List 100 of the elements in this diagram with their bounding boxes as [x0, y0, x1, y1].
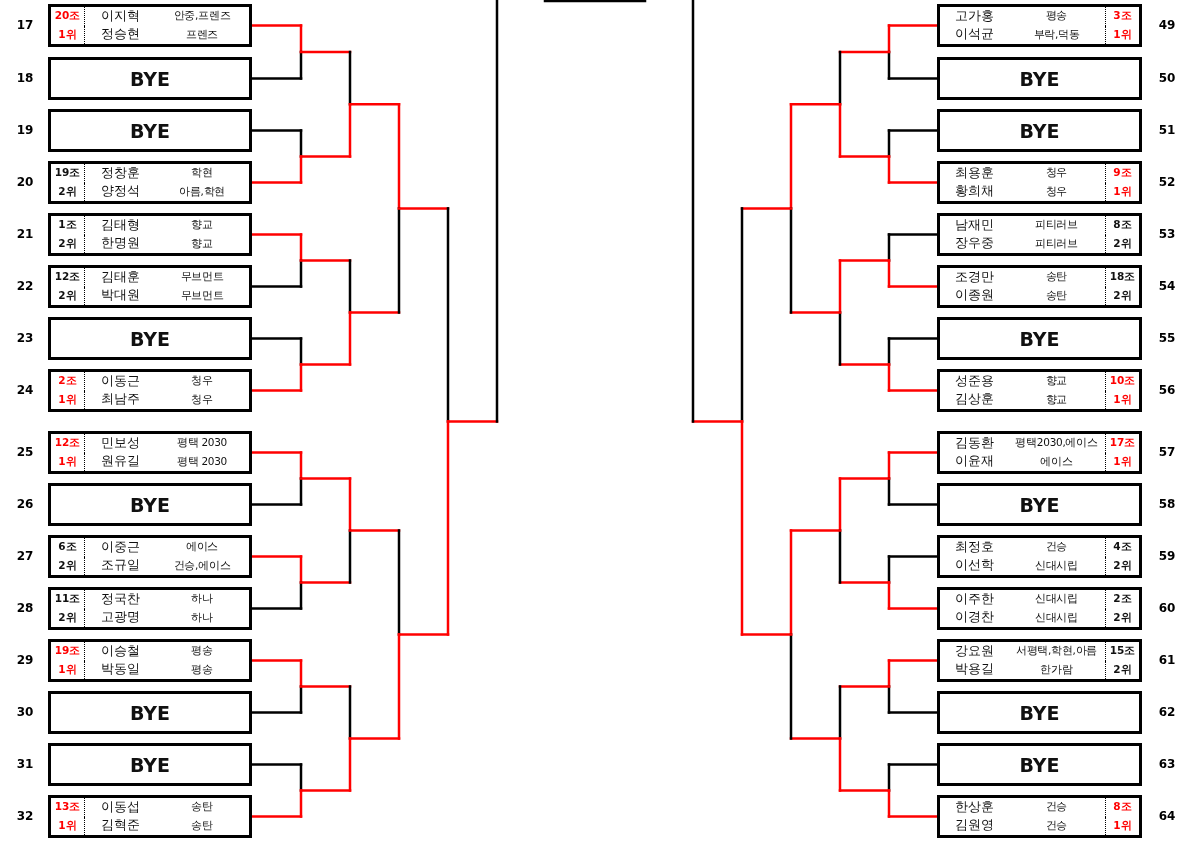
player-pair-box: [48, 639, 252, 682]
player-pair-box: [937, 795, 1142, 838]
club-name: 송탄: [1044, 287, 1069, 303]
player-name: 조경만: [953, 268, 995, 286]
seed-number: 54: [1157, 278, 1177, 293]
bye-box: [937, 57, 1142, 100]
club-name: 하나: [190, 609, 214, 625]
player-name: 장우중: [953, 234, 995, 253]
group-rank-label: 18조: [1105, 268, 1139, 287]
club-name: 신대시립: [1034, 609, 1079, 625]
seed-number: 20: [15, 174, 35, 189]
group-rank-label: 1위: [1105, 452, 1139, 471]
player-name: 한명원: [99, 234, 141, 253]
seed-number: 56: [1157, 382, 1177, 397]
player-name: 이중근: [99, 538, 141, 556]
seed-number: 61: [1157, 652, 1177, 667]
club-name: 향교: [1044, 373, 1069, 389]
player-name: 고광명: [99, 608, 141, 627]
group-rank-label: 12조: [51, 268, 85, 287]
group-rank-label: 1위: [51, 25, 85, 44]
player-name: 김원영: [953, 816, 995, 835]
player-name: 남재민: [953, 216, 995, 234]
bye-box: [937, 317, 1142, 360]
player-pair-box: [48, 161, 252, 204]
club-name: 평택 2030: [176, 435, 228, 451]
bye-label: BYE: [129, 493, 171, 516]
seed-number: 49: [1157, 17, 1177, 32]
bye-label: BYE: [1019, 327, 1060, 350]
player-pair-box: [48, 265, 252, 308]
club-name: 송탄: [190, 817, 214, 833]
player-name: 이주한: [953, 590, 995, 608]
player-name: 김태훈: [99, 268, 141, 286]
player-pair-box: [937, 431, 1142, 474]
club-name: 안중,프렌즈: [172, 8, 232, 24]
group-rank-label: 2조: [51, 372, 85, 391]
club-name: 평택 2030: [176, 453, 228, 469]
group-rank-label: 1조: [51, 216, 85, 235]
seed-number: 62: [1157, 704, 1177, 719]
player-name: 민보성: [99, 434, 141, 452]
seed-number: 19: [15, 122, 35, 137]
seed-number: 64: [1157, 808, 1177, 823]
group-rank-label: 2위: [51, 182, 85, 201]
player-name: 김상훈: [953, 390, 995, 409]
player-name: 이동근: [99, 372, 141, 390]
group-rank-label: 8조: [1105, 798, 1139, 817]
group-rank-label: 2위: [51, 234, 85, 253]
player-pair-box: [937, 369, 1142, 412]
seed-number: 60: [1157, 600, 1177, 615]
seed-number: 25: [15, 444, 35, 459]
group-rank-label: 1위: [51, 452, 85, 471]
bye-box: [48, 109, 252, 152]
group-rank-label: 4조: [1105, 538, 1139, 557]
seed-number: 57: [1157, 444, 1177, 459]
club-name: 건승: [1044, 539, 1069, 555]
seed-number: 22: [15, 278, 35, 293]
group-rank-label: 1위: [1105, 390, 1139, 409]
player-pair-box: [48, 213, 252, 256]
club-name: 부락,덕동: [1032, 26, 1081, 42]
group-rank-label: 13조: [51, 798, 85, 817]
seed-number: 55: [1157, 330, 1177, 345]
seed-number: 31: [15, 756, 35, 771]
bye-label: BYE: [1019, 753, 1060, 776]
seed-number: 52: [1157, 174, 1177, 189]
player-pair-box: [48, 535, 252, 578]
club-name: 청우: [190, 373, 214, 389]
bye-box: [48, 483, 252, 526]
club-name: 건승,에이스: [172, 557, 232, 573]
club-name: 향교: [190, 217, 214, 233]
club-name: 신대시립: [1034, 557, 1079, 573]
group-rank-label: 8조: [1105, 216, 1139, 235]
group-rank-label: 1위: [1105, 816, 1139, 835]
player-name: 이종원: [953, 286, 995, 305]
group-rank-label: 2위: [1105, 234, 1139, 253]
group-rank-label: 2위: [51, 556, 85, 575]
club-name: 평송: [190, 661, 214, 677]
group-rank-label: 1위: [51, 390, 85, 409]
player-name: 정국찬: [99, 590, 141, 608]
seed-number: 18: [15, 70, 35, 85]
player-name: 김혁준: [99, 816, 141, 835]
bye-box: [937, 109, 1142, 152]
group-rank-label: 1위: [1105, 182, 1139, 201]
player-name: 정창훈: [99, 164, 141, 182]
player-pair-box: [48, 587, 252, 630]
player-pair-box: [937, 587, 1142, 630]
seed-number: 32: [15, 808, 35, 823]
player-name: 이석균: [953, 25, 995, 44]
group-rank-label: 2위: [51, 286, 85, 305]
player-name: 조규일: [99, 556, 141, 575]
seed-number: 63: [1157, 756, 1177, 771]
bye-box: [937, 483, 1142, 526]
club-name: 건승: [1044, 799, 1069, 815]
seed-number: 27: [15, 548, 35, 563]
seed-number: 17: [15, 17, 35, 32]
seed-number: 26: [15, 496, 35, 511]
player-pair-box: [48, 795, 252, 838]
seed-number: 28: [15, 600, 35, 615]
bye-label: BYE: [129, 119, 171, 142]
seed-number: 29: [15, 652, 35, 667]
group-rank-label: 11조: [51, 590, 85, 609]
club-name: 청우: [1044, 183, 1069, 199]
